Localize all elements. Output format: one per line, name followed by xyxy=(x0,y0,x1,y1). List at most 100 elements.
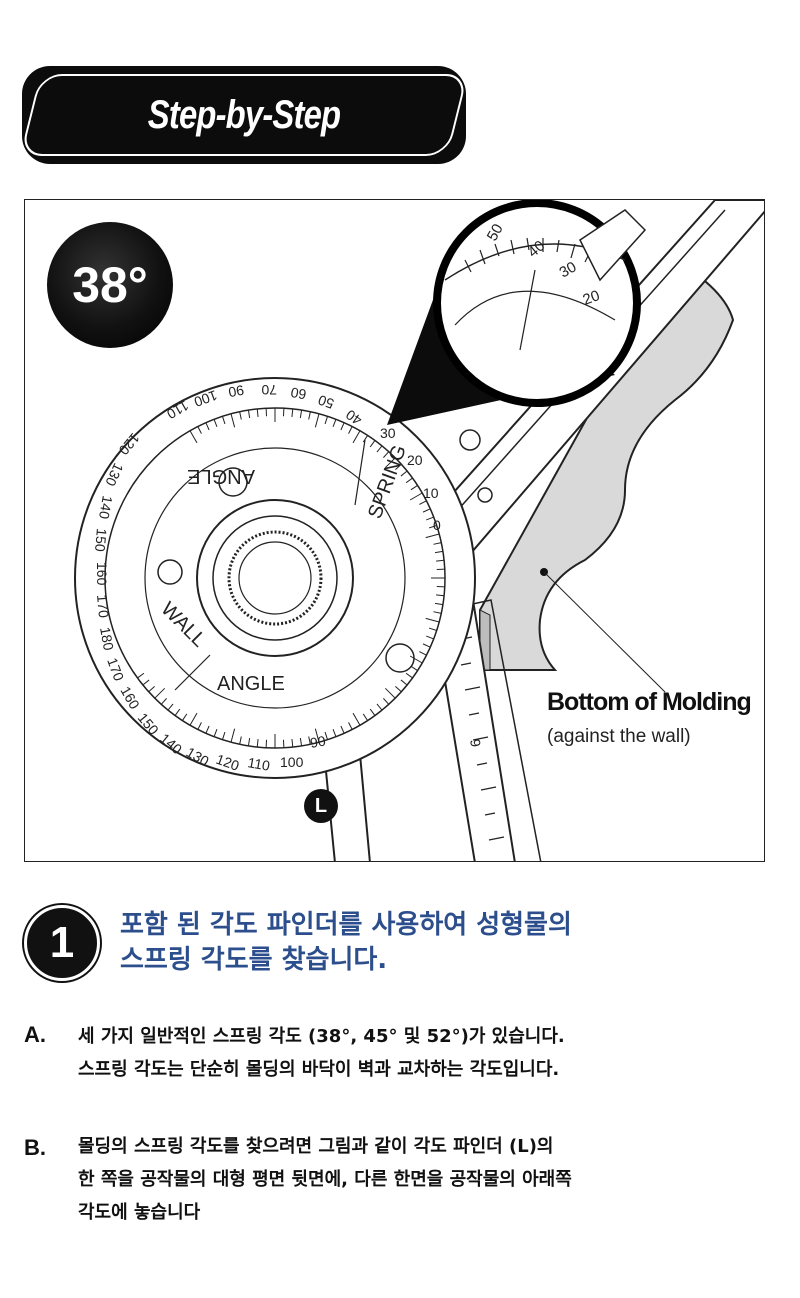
spring-pointer xyxy=(354,439,366,506)
scale-label: 170 xyxy=(104,656,127,684)
scale-label: 30 xyxy=(380,425,396,441)
zoom-label: 20 xyxy=(581,287,602,309)
protractor-tick xyxy=(340,725,345,734)
protractor-tick xyxy=(422,508,431,513)
protractor-tick xyxy=(383,451,390,458)
protractor-tick xyxy=(410,484,418,491)
scale-label: 90 xyxy=(227,382,245,400)
scale-label: 0 xyxy=(433,517,441,533)
protractor-tick xyxy=(247,410,251,419)
protractor-tick xyxy=(137,672,145,679)
protractor-tick xyxy=(362,435,369,443)
protractor-tick xyxy=(174,708,181,716)
ruler-label-9: 9 xyxy=(467,738,484,749)
protractor-disk xyxy=(74,377,476,779)
l-marker: L xyxy=(304,789,338,823)
scale-label: 170 xyxy=(94,594,112,619)
protractor-tick xyxy=(400,679,408,686)
protractor-tick xyxy=(348,722,353,730)
protractor-tick xyxy=(197,426,202,434)
protractor-tick xyxy=(400,470,408,477)
scale-label: 50 xyxy=(316,392,336,412)
scale-label: 140 xyxy=(96,494,116,520)
protractor-tick xyxy=(434,550,443,554)
protractor-tick xyxy=(308,411,311,420)
protractor-tick xyxy=(340,422,345,431)
protractor-tick xyxy=(291,408,294,417)
protractor-tick xyxy=(299,410,303,419)
protractor-tick xyxy=(369,440,376,448)
protractor-tick xyxy=(426,635,434,640)
protractor-tick xyxy=(148,686,155,693)
protractor-tick xyxy=(376,445,383,453)
callout-leader xyxy=(543,571,666,693)
protractor-tick xyxy=(405,477,413,484)
protractor-tick xyxy=(433,611,442,614)
protractor-tick xyxy=(142,679,150,686)
scale-label: 180 xyxy=(97,626,117,652)
protractor-tick xyxy=(205,422,210,431)
scale-label: 20 xyxy=(407,452,423,468)
wall-pointer xyxy=(174,654,211,691)
scale-label: 90 xyxy=(309,732,327,750)
scale-label: 60 xyxy=(289,384,307,402)
protractor-tick xyxy=(428,524,437,529)
protractor-tick xyxy=(410,665,418,672)
protractor-tick xyxy=(409,492,423,501)
protractor-tick xyxy=(425,533,440,539)
protractor-tick xyxy=(221,731,226,740)
protractor-tick xyxy=(352,712,361,726)
scale-label: 100 xyxy=(192,387,220,410)
protractor-tick xyxy=(230,728,236,743)
step-title: 포함 된 각도 파인더를 사용하여 성형물의 스프링 각도를 찾습니다. xyxy=(120,908,760,978)
protractor-tick xyxy=(384,687,396,699)
step-title-line: 스프링 각도를 찾습니다. xyxy=(120,945,388,975)
protractor-tick xyxy=(160,698,167,705)
protractor-tick xyxy=(348,426,353,434)
protractor-tick-ring xyxy=(137,408,445,748)
protractor-tick xyxy=(239,736,242,745)
protractor-tick xyxy=(419,500,427,505)
item-line: 한 쪽을 공작물의 대형 평면 뒷면에, 다른 한면을 공작물의 아래쪽 xyxy=(78,1169,572,1190)
protractor-tick xyxy=(436,594,445,597)
protractor-tick xyxy=(299,737,303,746)
item-letter-b: B. xyxy=(24,1135,46,1160)
protractor-tick xyxy=(422,643,431,648)
protractor-tick xyxy=(409,655,423,664)
protractor-tick xyxy=(352,430,361,444)
protractor-tick xyxy=(230,413,236,428)
scale-label: 150 xyxy=(92,528,110,553)
protractor-tick xyxy=(428,627,437,632)
protractor-tick xyxy=(384,457,396,469)
angle-badge: 38° xyxy=(47,222,173,348)
protractor-tick xyxy=(426,516,434,521)
item-line: 스프링 각도는 단순히 몰딩의 바닥이 벽과 교차하는 각도입니다. xyxy=(78,1059,560,1080)
protractor-tick xyxy=(213,419,218,427)
scale-label: 100 xyxy=(280,754,304,770)
item-text-b: 몰딩의 스프링 각도를 찾으려면 그림과 같이 각도 파인더 (L)의 한 쪽을… xyxy=(78,1130,778,1229)
protractor-tick xyxy=(189,712,198,726)
zoom-label: 50 xyxy=(484,221,507,244)
protractor-tick xyxy=(425,617,440,623)
protractor-tick xyxy=(383,698,390,705)
item-text-a: 세 가지 일반적인 스프링 각도 (38°, 45° 및 52°)가 있습니다.… xyxy=(78,1020,778,1086)
protractor-tick xyxy=(436,559,445,562)
step-title-line: 포함 된 각도 파인더를 사용하여 성형물의 xyxy=(120,910,572,940)
protractor-tick xyxy=(213,729,218,737)
protractor-tick xyxy=(314,413,320,428)
item-line: 몰딩의 스프링 각도를 찾으려면 그림과 같이 각도 파인더 (L)의 xyxy=(78,1136,554,1157)
protractor-tick xyxy=(154,687,166,699)
protractor-tick xyxy=(419,651,427,656)
protractor-tick xyxy=(324,416,329,425)
item-line: 세 가지 일반적인 스프링 각도 (38°, 45° 및 52°)가 있습니다. xyxy=(78,1026,565,1047)
protractor-tick xyxy=(239,411,242,420)
zoom-label: 30 xyxy=(557,258,580,281)
angle-finder-illustration: 10 9 110 100 90 70 60 50 xyxy=(24,199,765,862)
protractor-tick xyxy=(433,542,442,545)
protractor-tick xyxy=(395,463,402,470)
scale-label: 120 xyxy=(214,751,242,774)
page-title: Step-by-Step xyxy=(147,92,341,137)
angle-finder-drawing: 10 9 110 100 90 70 60 50 xyxy=(74,200,764,861)
scale-label: 70 xyxy=(261,382,277,398)
scale-label: 110 xyxy=(246,754,271,774)
